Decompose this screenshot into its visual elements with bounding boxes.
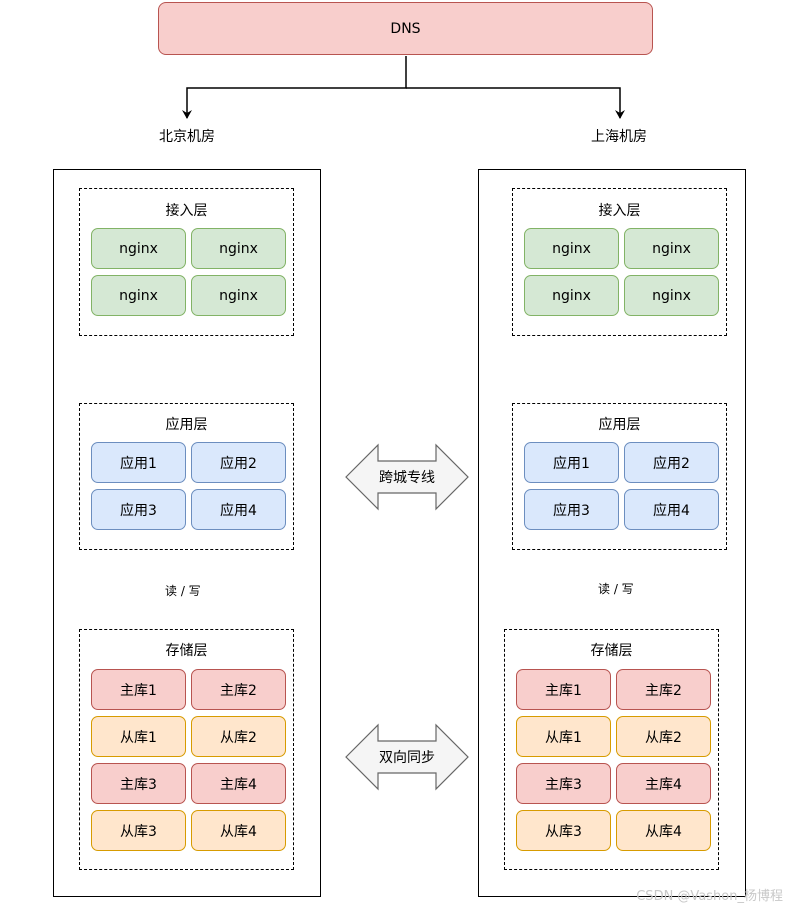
datacenter-name-beijing: 北京机房 — [159, 129, 215, 145]
nginx-node: nginx — [524, 228, 619, 269]
read-write-label: 读 / 写 — [163, 582, 203, 599]
master-db-node: 主库2 — [191, 669, 286, 710]
master-db-node: 主库4 — [616, 763, 711, 804]
nginx-node: nginx — [624, 228, 719, 269]
master-db-node: 主库3 — [91, 763, 186, 804]
slave-db-node: 从库1 — [91, 716, 186, 757]
layer-title: 应用层 — [598, 417, 641, 433]
read-write-label: 读 / 写 — [596, 580, 636, 597]
slave-db-node: 从库2 — [616, 716, 711, 757]
nginx-node: nginx — [191, 275, 286, 316]
master-db-node: 主库4 — [191, 763, 286, 804]
slave-db-node: 从库1 — [516, 716, 611, 757]
slave-db-node: 从库3 — [91, 810, 186, 851]
app-node: 应用3 — [524, 489, 619, 530]
slave-db-node: 从库4 — [616, 810, 711, 851]
app-node: 应用2 — [624, 442, 719, 483]
layer-title: 存储层 — [165, 643, 208, 659]
slave-db-node: 从库3 — [516, 810, 611, 851]
master-db-node: 主库2 — [616, 669, 711, 710]
layer-title: 接入层 — [165, 203, 208, 219]
dedicated-line-label: 跨城专线 — [379, 470, 435, 486]
dns-connector — [406, 87, 625, 119]
app-layer: 应用层 — [512, 403, 727, 550]
layer-title: 接入层 — [598, 203, 641, 219]
access-layer: 接入层 — [79, 188, 294, 336]
watermark: CSDN @Vashon_杨博程 — [636, 889, 783, 904]
datacenter-name-shanghai: 上海机房 — [591, 129, 647, 145]
slave-db-node: 从库4 — [191, 810, 286, 851]
layer-title: 应用层 — [165, 417, 208, 433]
slave-db-node: 从库2 — [191, 716, 286, 757]
app-layer: 应用层 — [79, 403, 294, 550]
storage-layer: 存储层 — [504, 629, 719, 870]
nginx-node: nginx — [524, 275, 619, 316]
nginx-node: nginx — [91, 228, 186, 269]
bidirectional-sync-arrow — [345, 723, 469, 791]
bidirectional-sync-label: 双向同步 — [379, 750, 435, 766]
app-node: 应用3 — [91, 489, 186, 530]
layer-title: 存储层 — [590, 643, 633, 659]
access-layer: 接入层 — [512, 188, 727, 336]
storage-layer: 存储层 — [79, 629, 294, 870]
app-node: 应用4 — [624, 489, 719, 530]
app-node: 应用1 — [91, 442, 186, 483]
nginx-node: nginx — [624, 275, 719, 316]
master-db-node: 主库1 — [91, 669, 186, 710]
master-db-node: 主库1 — [516, 669, 611, 710]
dns-node: DNS — [158, 2, 653, 55]
app-node: 应用4 — [191, 489, 286, 530]
app-node: 应用1 — [524, 442, 619, 483]
dns-connector — [182, 56, 407, 119]
nginx-node: nginx — [191, 228, 286, 269]
dedicated-line-arrow — [345, 443, 469, 511]
nginx-node: nginx — [91, 275, 186, 316]
app-node: 应用2 — [191, 442, 286, 483]
master-db-node: 主库3 — [516, 763, 611, 804]
dns-label: DNS — [390, 20, 421, 37]
